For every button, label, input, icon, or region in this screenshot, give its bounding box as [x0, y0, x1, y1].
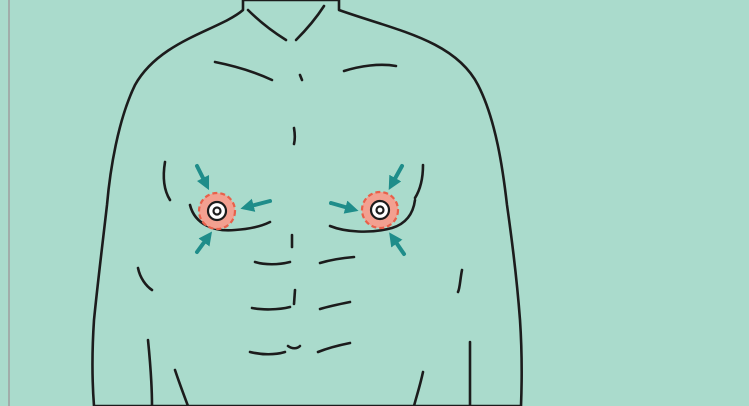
sternum-notch	[300, 75, 302, 80]
left-nipple-highlight	[199, 193, 235, 229]
right-nipple-highlight	[362, 192, 398, 228]
ab-mark	[294, 290, 295, 304]
sternum-mark	[294, 128, 295, 144]
